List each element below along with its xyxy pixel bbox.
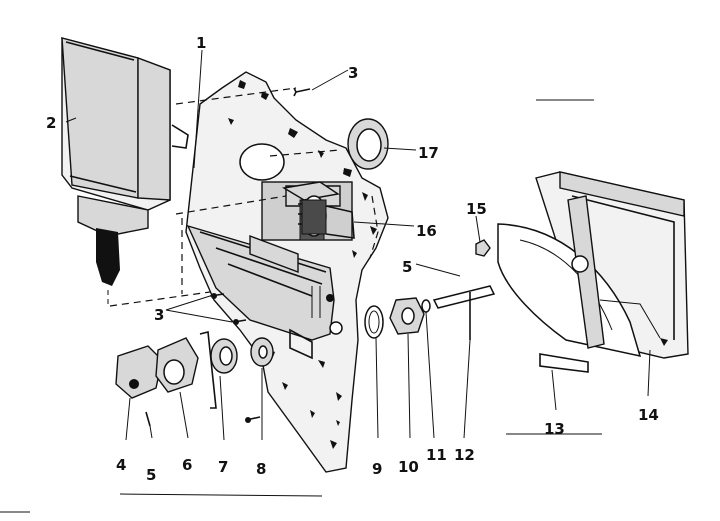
callout-14: 14 <box>638 406 659 424</box>
parts-13-14-dial-bezel <box>497 171 689 373</box>
callout-7: 7 <box>218 458 228 476</box>
callout-5: 5 <box>146 466 156 484</box>
callout-3: 3 <box>348 64 358 82</box>
callout-15: 15 <box>466 200 487 218</box>
callout-17: 17 <box>418 144 439 162</box>
small-parts-right <box>364 297 431 339</box>
callout-11: 11 <box>426 446 447 464</box>
callout-9: 9 <box>372 460 382 478</box>
part-16-relay <box>282 181 355 239</box>
part-15-nut <box>475 239 491 257</box>
callout-2: 2 <box>46 114 56 132</box>
alignment-lines <box>109 87 341 307</box>
callout-13: 13 <box>544 420 565 438</box>
small-parts-left <box>115 331 274 427</box>
callout-6: 6 <box>182 456 192 474</box>
callout-10: 10 <box>398 458 419 476</box>
callout-4: 4 <box>116 456 126 474</box>
callout-5: 5 <box>402 258 412 276</box>
callout-1: 1 <box>196 34 206 52</box>
callout-12: 12 <box>454 446 475 464</box>
leader-lines <box>65 49 651 441</box>
callout-labels: 1 2 3 3 4 5 5 6 7 8 9 10 11 12 13 14 15 … <box>46 34 659 484</box>
decor-rules <box>0 99 602 513</box>
part-12-shaft <box>432 285 496 340</box>
callout-3: 3 <box>154 306 164 324</box>
part-2-control-box <box>61 37 200 308</box>
part-3-screws <box>209 87 311 423</box>
callout-16: 16 <box>416 222 437 240</box>
callout-8: 8 <box>256 460 266 478</box>
part-17-ring <box>347 118 389 170</box>
